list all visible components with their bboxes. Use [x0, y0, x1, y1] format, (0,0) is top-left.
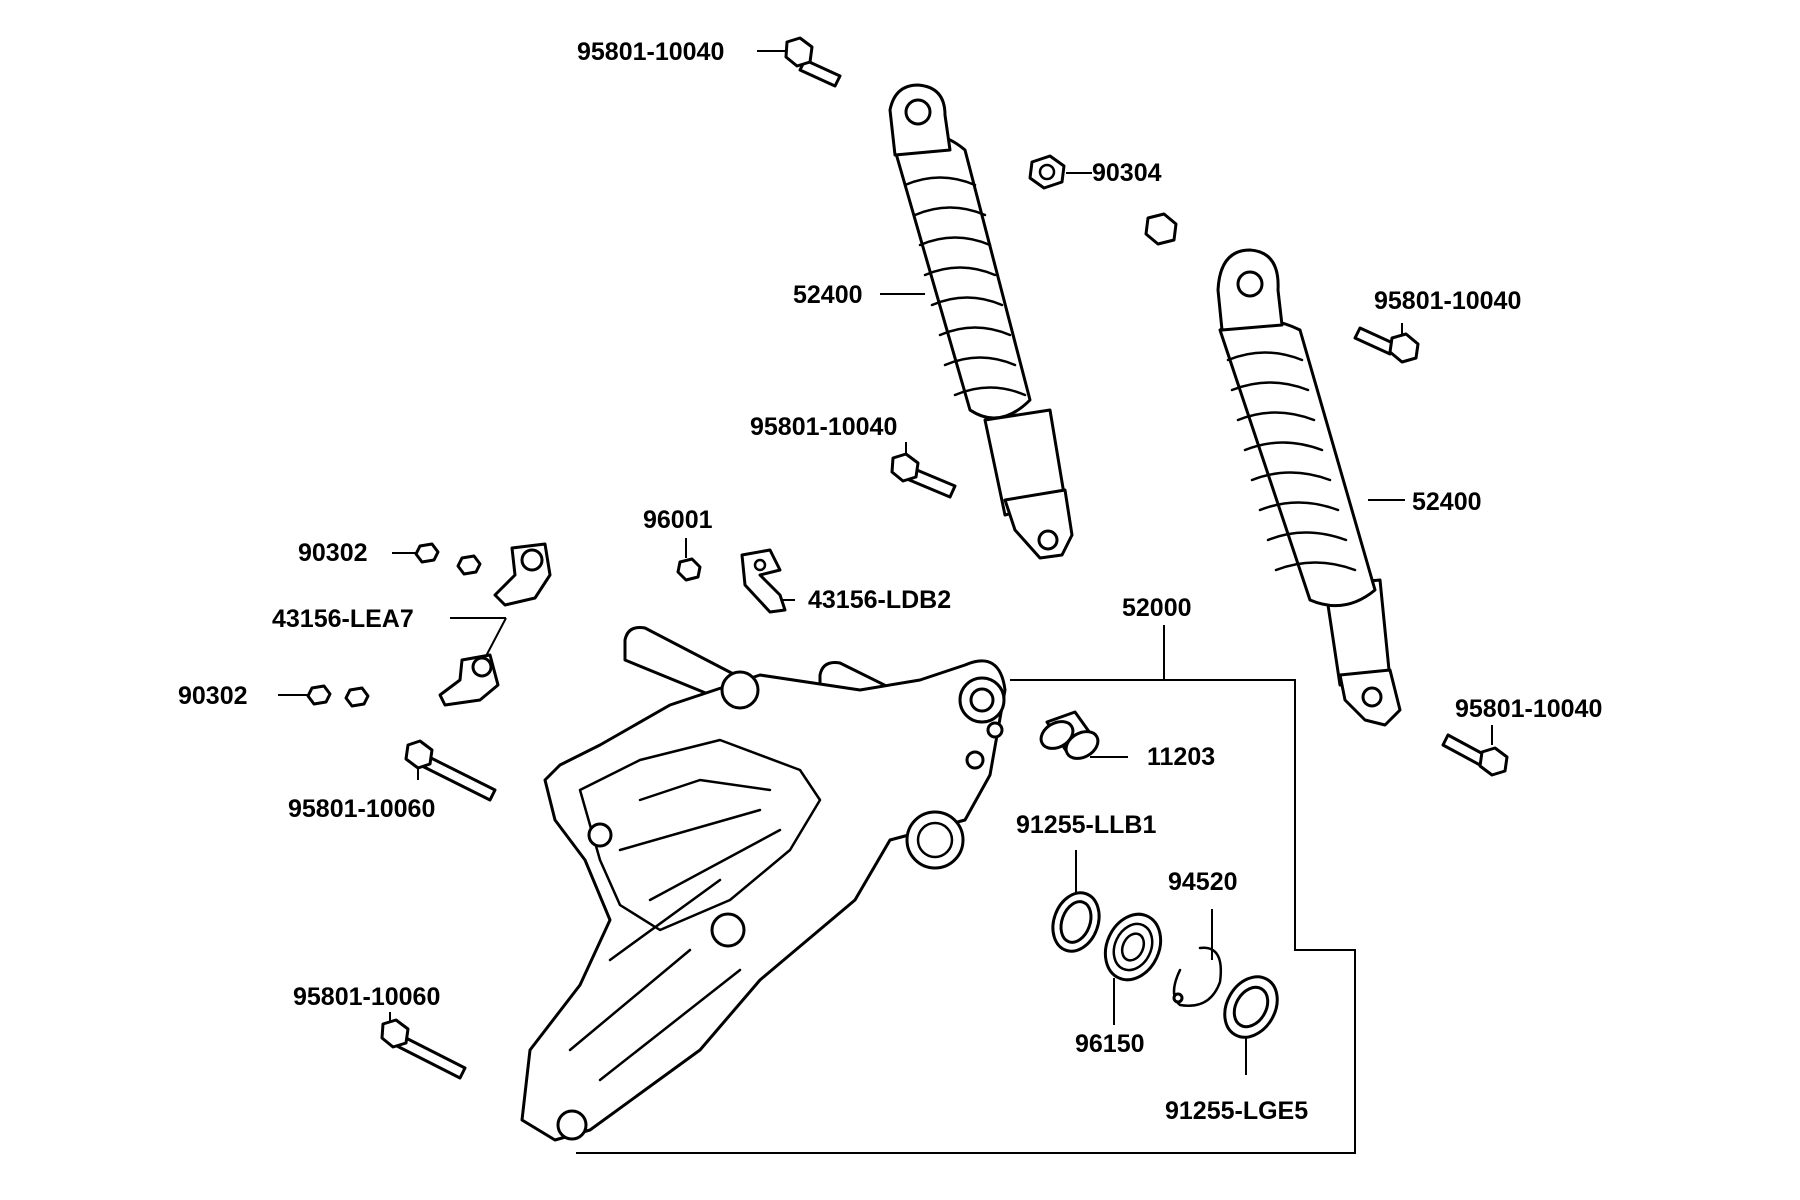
label-seal-91255-llb1: 91255-LLB1	[1016, 811, 1157, 839]
bolt-95801-10060-left-lower	[380, 1012, 467, 1080]
label-nut-90304: 90304	[1092, 159, 1162, 187]
label-bolt-95801-10060-left-lower: 95801-10060	[293, 983, 441, 1011]
bolt-95801-10040-top	[757, 36, 842, 88]
label-circlip-94520: 94520	[1168, 868, 1238, 896]
label-bolt-95801-10040-top: 95801-10040	[577, 38, 725, 66]
clamp-43156-ldb2	[740, 548, 795, 614]
label-shock-absorber-right: 52400	[1412, 488, 1482, 516]
label-shock-absorber-left: 52400	[793, 281, 863, 309]
nut-90304	[1028, 154, 1178, 246]
label-nuts-90302-lower: 90302	[178, 682, 248, 710]
label-bolt-95801-10040-middle: 95801-10040	[750, 413, 898, 441]
shock-absorber-right	[1216, 248, 1405, 727]
label-bearing-96150: 96150	[1075, 1030, 1145, 1058]
seal-91255-llb1	[1051, 850, 1101, 953]
label-bushing-11203: 11203	[1147, 743, 1216, 771]
label-nuts-90302-upper: 90302	[298, 539, 368, 567]
bolt-95801-10040-middle	[890, 442, 957, 499]
label-swing-arm-52000: 52000	[1122, 594, 1192, 622]
label-bolt-95801-10040-right-upper: 95801-10040	[1374, 287, 1522, 315]
label-clamp-43156-lea7: 43156-LEA7	[272, 605, 414, 633]
seal-91255-lge5	[1223, 975, 1279, 1075]
swing-arm-52000	[520, 625, 1356, 1154]
nuts-90302-upper	[392, 542, 482, 576]
label-bolt-95801-10060-left-upper: 95801-10060	[288, 795, 436, 823]
clamp-43156-lea7	[438, 542, 552, 707]
shock-absorber-left	[880, 83, 1074, 560]
nut-96001	[676, 538, 702, 582]
label-nut-96001: 96001	[643, 506, 713, 534]
label-bolt-95801-10040-right-lower: 95801-10040	[1455, 695, 1603, 723]
bolt-95801-10060-left-upper	[404, 739, 497, 802]
bushing-11203	[1039, 710, 1128, 760]
label-clamp-43156-ldb2: 43156-LDB2	[808, 586, 952, 614]
label-seal-91255-lge5: 91255-LGE5	[1165, 1097, 1309, 1125]
bearing-96150	[1103, 912, 1163, 1025]
bolt-95801-10040-right-upper	[1353, 323, 1420, 364]
circlip-94520	[1172, 909, 1223, 1007]
bolt-95801-10040-right-lower	[1441, 725, 1509, 777]
nuts-90302-lower	[278, 684, 370, 708]
